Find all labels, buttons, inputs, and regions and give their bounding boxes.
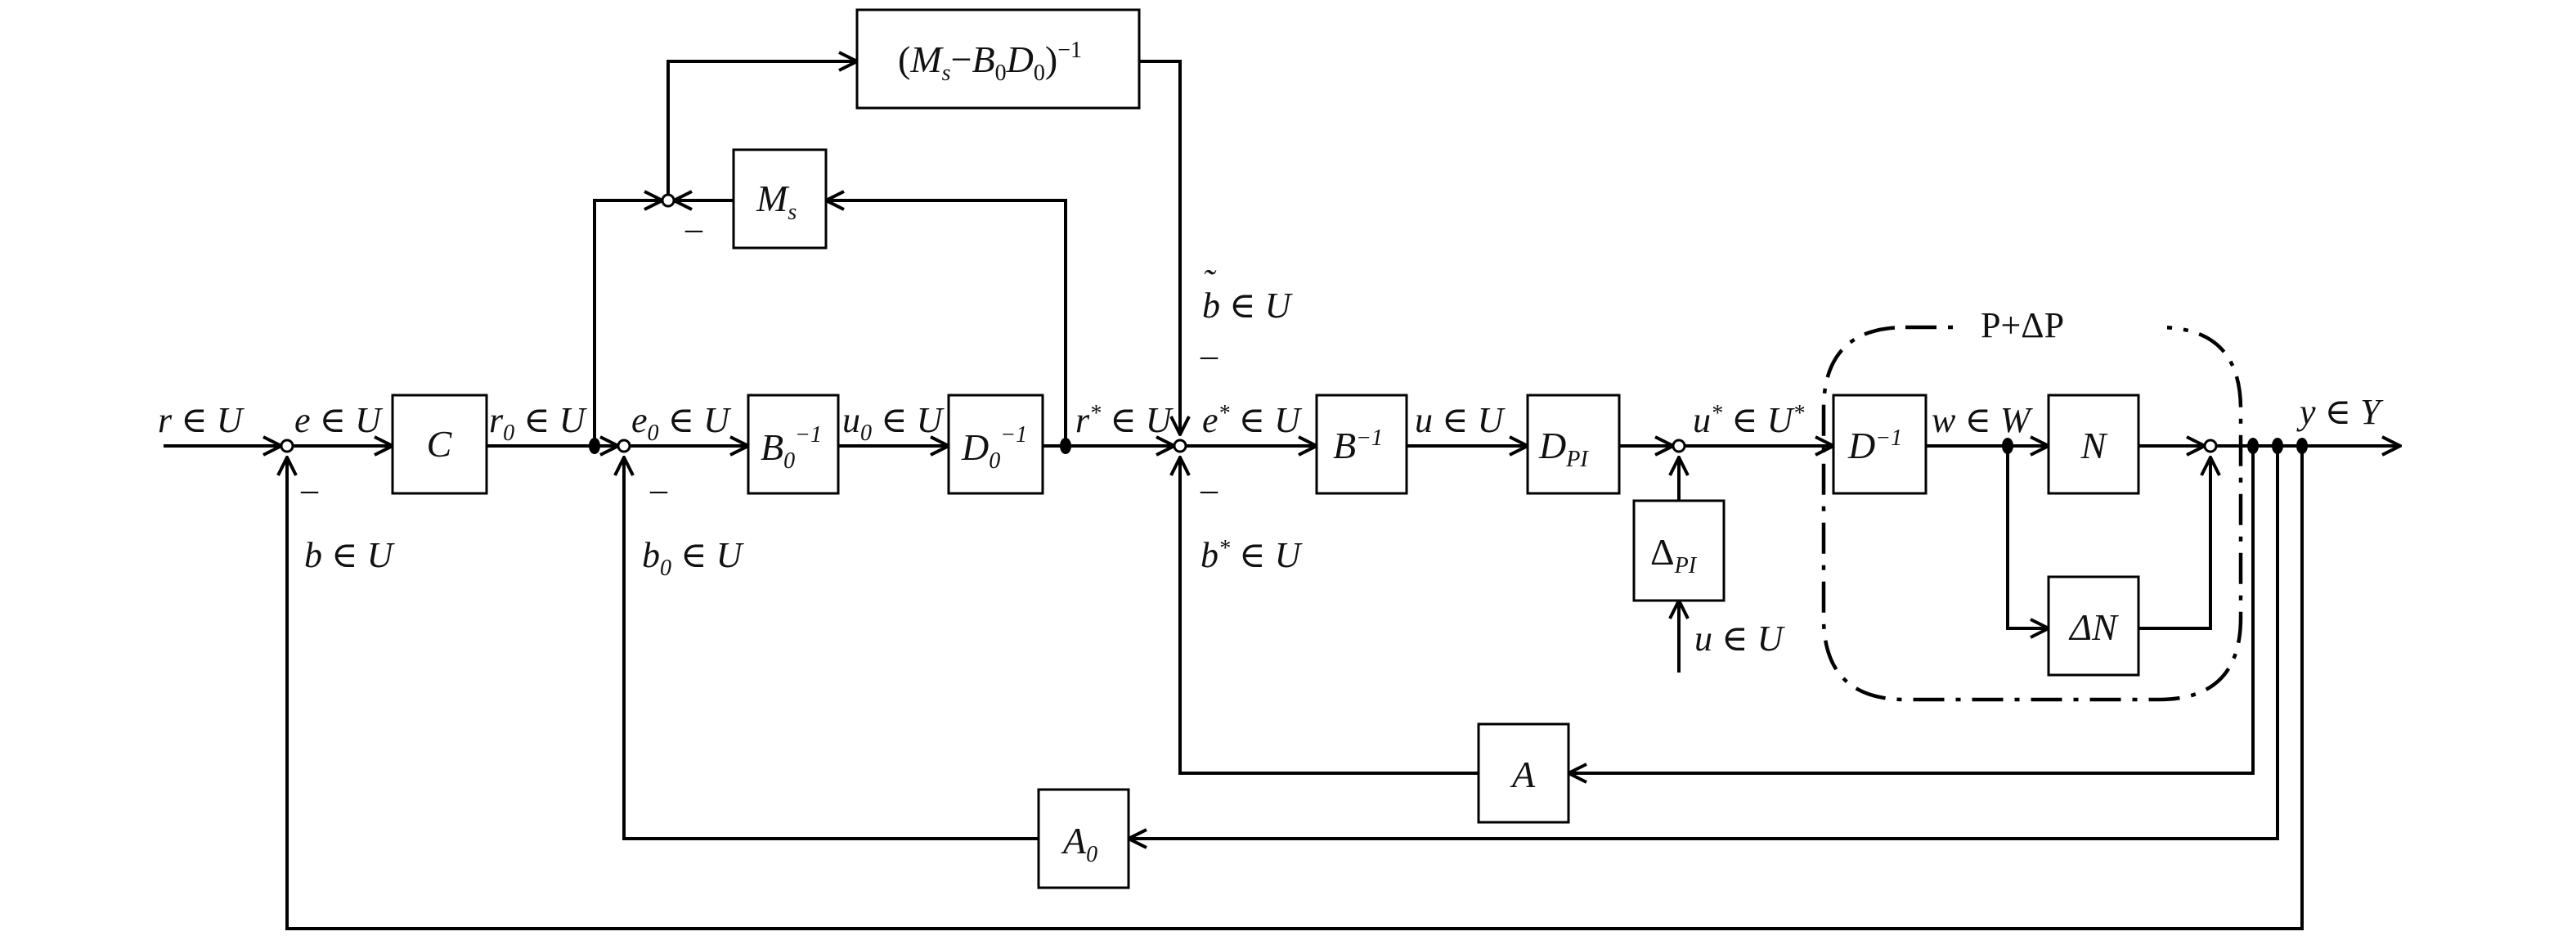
wire-feedback-A0-in — [1129, 446, 2279, 839]
signal-b0: b0 ∈ U — [642, 535, 745, 581]
svg-text:D−1: D−1 — [1847, 425, 1902, 466]
block-D-PI: DPI — [1526, 394, 1621, 495]
signal-rstar: r* ∈ U — [1075, 400, 1174, 440]
block-A: A — [1477, 722, 1570, 824]
wire-feedback-A-in — [1568, 446, 2255, 773]
plant-label-gap — [1963, 304, 2167, 353]
sum-junction-plant-out — [2203, 439, 2218, 453]
sum-junction-e0 — [617, 439, 631, 453]
block-A0: A0 — [1037, 788, 1130, 889]
signal-estar: e* ∈ U — [1202, 400, 1303, 440]
block-N: N — [2047, 394, 2140, 495]
wire-feedback-A-out — [1180, 457, 1479, 775]
block-delta-N: ΔN — [2047, 575, 2140, 677]
block-D0-inverse: D0−1 — [947, 394, 1044, 495]
svg-text:C: C — [427, 423, 453, 465]
block-delta-PI: ΔPI — [1632, 499, 1726, 602]
svg-text:N: N — [2080, 425, 2108, 466]
wire-to-Ms — [826, 200, 1067, 446]
block-C: C — [391, 394, 488, 495]
signal-y: y ∈ Y — [2296, 392, 2384, 432]
svg-text:DPI: DPI — [1538, 425, 1589, 472]
wire-to-inverse — [666, 61, 857, 195]
signal-r0: r0 ∈ U — [489, 400, 588, 446]
sum-junction-estar — [1173, 439, 1187, 453]
plant-boundary — [1821, 325, 2243, 702]
sum-junction-ustar — [1672, 439, 1686, 453]
branch-dot-rstar — [1060, 438, 1071, 454]
branch-dot-y-b — [2296, 438, 2308, 454]
branch-dot-y-A — [2247, 438, 2259, 454]
wire-r0-up — [593, 200, 662, 446]
svg-text:ΔN: ΔN — [2068, 606, 2119, 648]
svg-text:(Ms−B0D0)−1: (Ms−B0D0)−1 — [898, 38, 1082, 86]
sum-junction-Ms — [661, 193, 675, 208]
wire-inverse-out — [1139, 60, 1180, 434]
wire-deltaN-out — [2138, 457, 2210, 630]
svg-text:B−1: B−1 — [1333, 425, 1383, 466]
signal-btilde-tilde: ˜ — [1202, 263, 1217, 303]
signal-w: w ∈ W — [1932, 400, 2033, 440]
block-B0-inverse: B0−1 — [747, 394, 840, 495]
block-Ms: Ms — [732, 148, 828, 250]
signal-u: u ∈ U — [1415, 400, 1506, 440]
signal-e: e ∈ U — [294, 400, 384, 440]
signal-r: r ∈ U — [158, 400, 245, 440]
svg-text:B0−1: B0−1 — [761, 422, 822, 474]
svg-text:A: A — [1510, 754, 1536, 795]
signal-bstar: b* ∈ U — [1200, 535, 1304, 575]
branch-dot-r0 — [589, 438, 600, 454]
branch-dot-y-A0 — [2272, 438, 2283, 454]
svg-text:Ms: Ms — [756, 178, 797, 225]
block-D-inverse: D−1 — [1832, 394, 1928, 495]
signal-u-in: u ∈ U — [1694, 619, 1786, 659]
signal-ustar: u* ∈ U* — [1693, 400, 1804, 440]
sum-junction-e — [280, 439, 294, 453]
minus-sign-e: – — [300, 471, 319, 509]
svg-text:ΔPI: ΔPI — [1650, 531, 1698, 578]
signal-btilde: b ∈ U — [1202, 286, 1294, 326]
plant-label: P+ΔP — [1981, 305, 2064, 345]
minus-sign-e0: – — [649, 471, 668, 509]
block-Ms-minus-B0D0-inverse: (Ms−B0D0)−1 — [855, 8, 1141, 110]
wire-feedback-b — [287, 446, 2304, 930]
svg-text:D0−1: D0−1 — [961, 422, 1027, 474]
wire-feedback-A0-out — [624, 457, 1039, 840]
wire-deltaN-branch — [2006, 446, 2049, 628]
svg-text:A0: A0 — [1061, 820, 1097, 867]
minus-sign-btilde: – — [1200, 337, 1218, 375]
signal-u0: u0 ∈ U — [842, 400, 945, 446]
minus-sign-estar: – — [1200, 471, 1218, 509]
signal-b: b ∈ U — [304, 535, 396, 575]
minus-sign-Ms: – — [684, 210, 703, 248]
branch-dot-w — [2002, 438, 2013, 454]
signal-e0: e0 ∈ U — [631, 400, 732, 446]
block-B-inverse: B−1 — [1315, 394, 1408, 495]
